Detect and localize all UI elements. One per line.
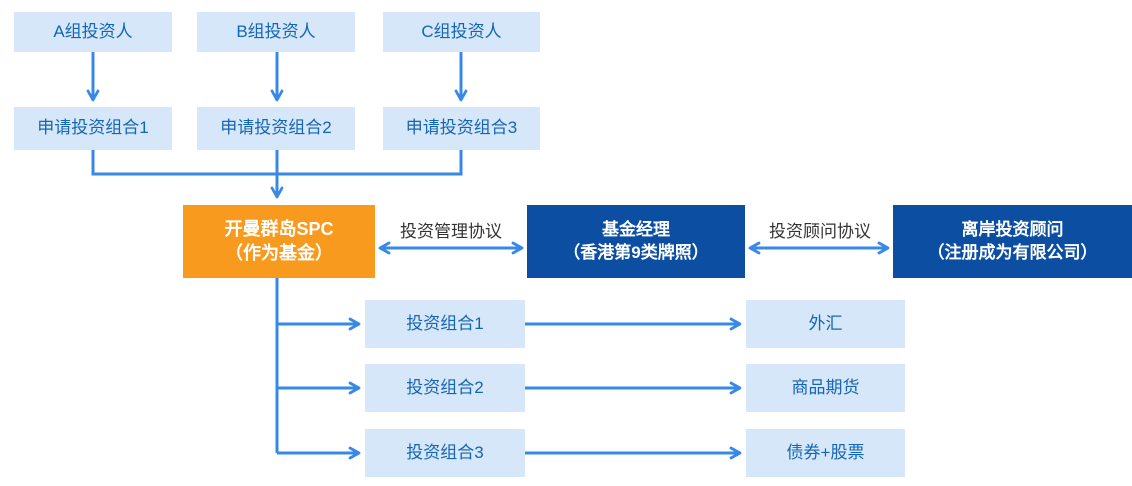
node-label: 申请投资组合3 bbox=[405, 118, 518, 138]
node-portfolio-3: 投资组合3 bbox=[365, 429, 525, 477]
node-investor-group-c: C组投资人 bbox=[383, 12, 540, 52]
node-target-bonds-stocks: 债券+股票 bbox=[746, 429, 905, 477]
node-apply-portfolio-2: 申请投资组合2 bbox=[197, 107, 355, 150]
node-label: 债券+股票 bbox=[786, 442, 865, 462]
node-label: 商品期货 bbox=[791, 377, 860, 397]
node-fund-manager: 基金经理 （香港第9类牌照） bbox=[527, 205, 745, 278]
node-portfolio-2: 投资组合2 bbox=[365, 364, 525, 412]
node-investor-group-b: B组投资人 bbox=[197, 12, 355, 52]
edge-label-investment-management-agreement: 投资管理协议 bbox=[400, 222, 502, 241]
node-label: B组投资人 bbox=[236, 21, 316, 41]
node-label-line1: 开曼群岛SPC bbox=[224, 219, 334, 240]
node-target-commodity-futures: 商品期货 bbox=[746, 364, 905, 412]
node-apply-portfolio-1: 申请投资组合1 bbox=[14, 107, 172, 150]
node-label: 申请投资组合1 bbox=[37, 118, 149, 138]
node-label-line2: （香港第9类牌照） bbox=[563, 242, 709, 262]
node-label: A组投资人 bbox=[53, 21, 133, 41]
node-label-line2: （作为基金） bbox=[225, 242, 333, 263]
node-investor-group-a: A组投资人 bbox=[14, 12, 172, 52]
node-label: 投资组合1 bbox=[406, 313, 484, 333]
edge-label-investment-advisory-agreement: 投资顾问协议 bbox=[769, 222, 871, 241]
node-offshore-investment-advisor: 离岸投资顾问 （注册成为有限公司） bbox=[893, 205, 1132, 278]
node-label: 投资组合2 bbox=[406, 377, 484, 397]
node-portfolio-1: 投资组合1 bbox=[365, 300, 525, 348]
node-label: 外汇 bbox=[808, 313, 843, 333]
node-label-line1: 基金经理 bbox=[602, 220, 670, 240]
node-label: 申请投资组合2 bbox=[220, 118, 332, 138]
node-apply-portfolio-3: 申请投资组合3 bbox=[383, 107, 540, 150]
node-label-line1: 离岸投资顾问 bbox=[961, 220, 1064, 240]
node-label: 投资组合3 bbox=[406, 442, 484, 462]
node-target-forex: 外汇 bbox=[746, 300, 905, 348]
node-label: C组投资人 bbox=[421, 21, 502, 41]
node-cayman-spc-fund: 开曼群岛SPC （作为基金） bbox=[183, 205, 375, 278]
node-label-line2: （注册成为有限公司） bbox=[927, 242, 1098, 262]
